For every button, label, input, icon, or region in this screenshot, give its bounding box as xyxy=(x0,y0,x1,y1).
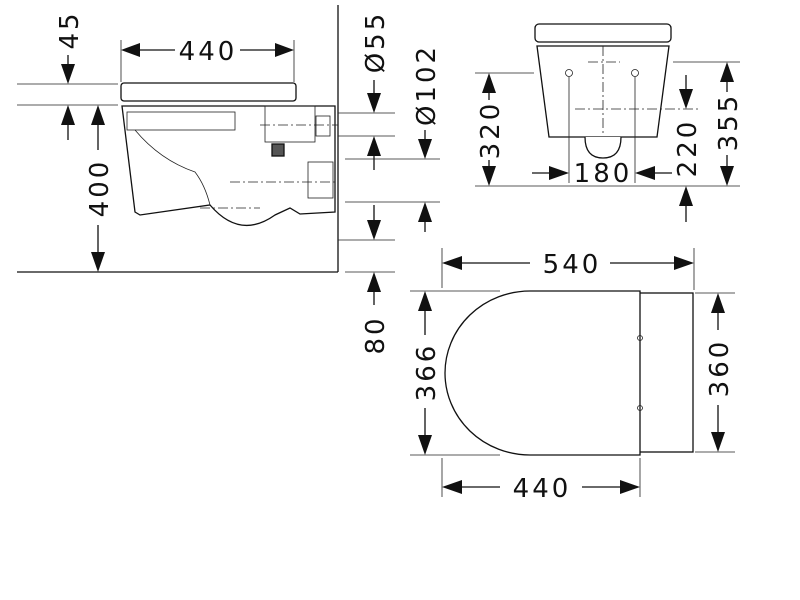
dim-tank-width: 360 xyxy=(705,339,735,398)
dim-seat-thickness: 45 xyxy=(55,10,85,49)
dim-total-height: 355 xyxy=(714,93,744,152)
dim-outlet-diameter: Ø102 xyxy=(412,44,442,126)
dim-floor-clearance: 80 xyxy=(361,315,391,354)
dim-outlet-height: 220 xyxy=(673,119,703,178)
seat-lid-front xyxy=(534,23,672,43)
dim-fixing-height: 320 xyxy=(476,101,506,160)
dim-seat-height: 400 xyxy=(85,159,115,218)
seat-lid xyxy=(120,82,297,102)
dim-total-length: 540 xyxy=(543,250,602,280)
front-view: 320 180 220 355 xyxy=(475,23,744,222)
dim-bowl-length: 440 xyxy=(513,474,572,504)
tank-top xyxy=(635,292,694,453)
dim-seat-width-side: 440 xyxy=(179,37,238,67)
side-view: 440 45 400 Ø55 Ø102 80 xyxy=(17,5,442,355)
dim-bolt-spacing: 180 xyxy=(574,159,633,189)
top-view: 540 366 360 440 xyxy=(410,248,735,504)
bowl-side xyxy=(121,105,336,227)
seat-top xyxy=(444,290,641,456)
dim-inlet-diameter: Ø55 xyxy=(361,11,391,74)
dim-seat-width-top: 366 xyxy=(412,343,442,402)
inlet-pipe xyxy=(315,115,331,137)
